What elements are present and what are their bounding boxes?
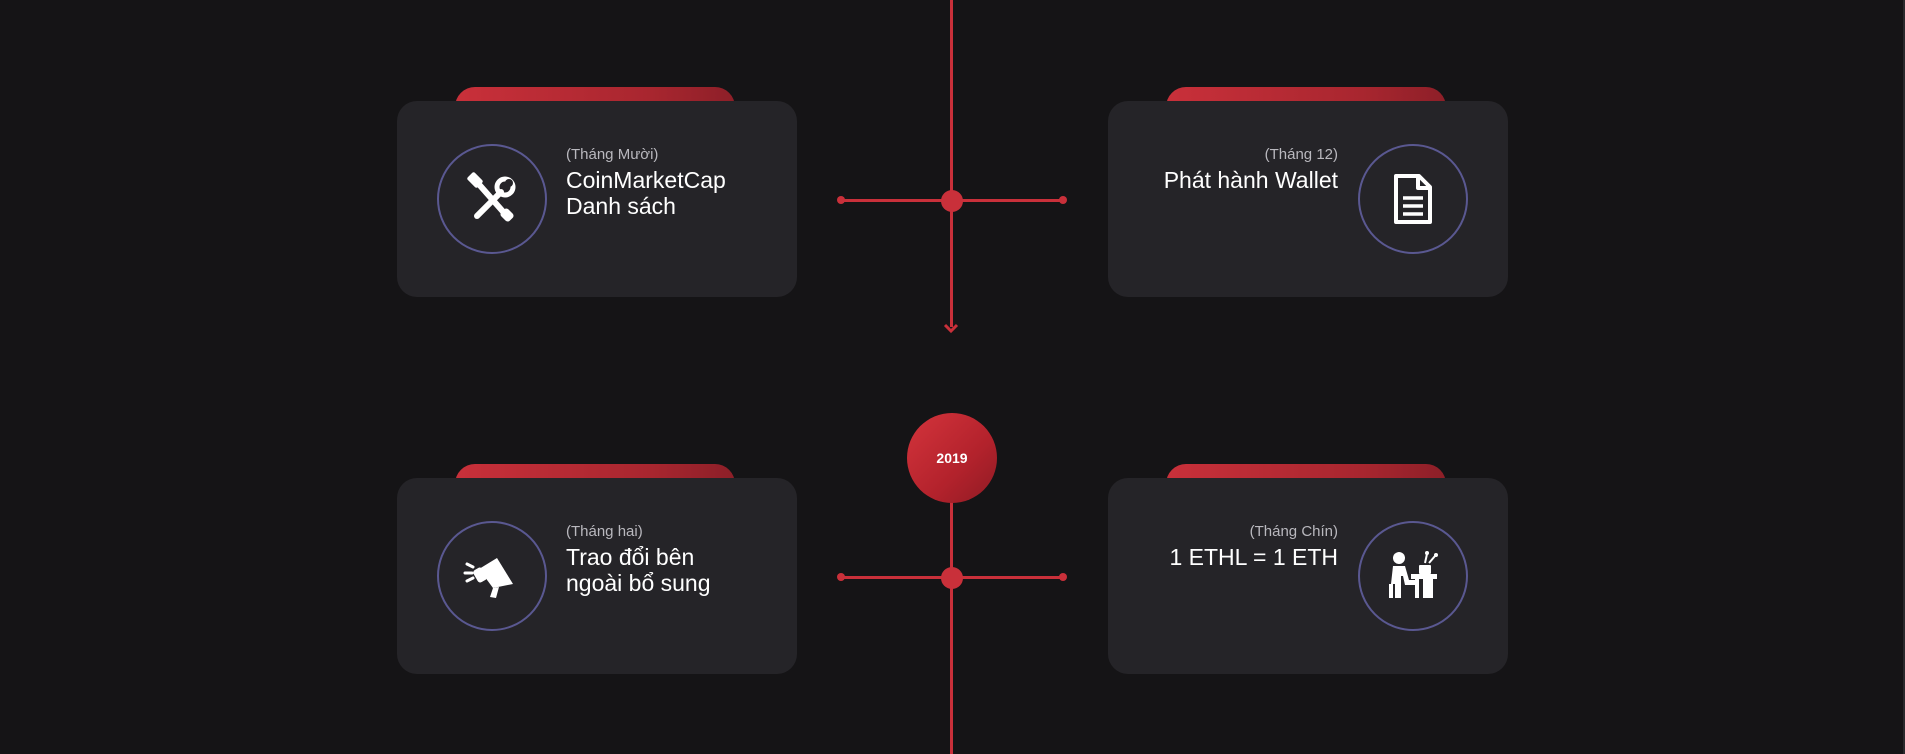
- card-month: (Tháng Chín): [1249, 523, 1338, 540]
- card-body: (Tháng hai) Trao đổi bên ngoài bổ sung: [397, 478, 797, 674]
- card-body: (Tháng Mười) CoinMarketCap Danh sách: [397, 101, 797, 297]
- card-body: (Tháng 12) Phát hành Wallet: [1108, 101, 1508, 297]
- card-month: (Tháng Mười): [566, 146, 659, 163]
- timeline-center-dot: [941, 190, 963, 212]
- card-title: 1 ETHL = 1 ETH: [1169, 544, 1338, 570]
- card-text: (Tháng Chín) 1 ETHL = 1 ETH: [1169, 523, 1338, 570]
- card-title: Trao đổi bên ngoài bổ sung: [566, 544, 711, 596]
- year-badge: 2019: [907, 413, 997, 503]
- card-title: CoinMarketCap Danh sách: [566, 167, 726, 219]
- timeline-card-wallet: (Tháng 12) Phát hành Wallet: [1108, 87, 1508, 297]
- card-text: (Tháng 12) Phát hành Wallet: [1164, 146, 1338, 193]
- connector-end-dot: [837, 573, 845, 581]
- timeline-card-exchange: (Tháng hai) Trao đổi bên ngoài bổ sung: [397, 464, 797, 674]
- icon-circle: [1358, 144, 1468, 254]
- card-text: (Tháng hai) Trao đổi bên ngoài bổ sung: [566, 523, 711, 596]
- timeline-vertical-line-bottom: [950, 500, 953, 754]
- card-month: (Tháng 12): [1264, 146, 1338, 163]
- timeline-center-dot: [941, 567, 963, 589]
- connector-end-dot: [1059, 573, 1067, 581]
- card-body: (Tháng Chín) 1 ETHL = 1 ETH: [1108, 478, 1508, 674]
- person-at-desk-icon: [1389, 551, 1438, 598]
- year-label: 2019: [936, 450, 968, 466]
- card-month: (Tháng hai): [566, 523, 643, 540]
- timeline-card-ethl: (Tháng Chín) 1 ETHL = 1 ETH: [1108, 464, 1508, 674]
- connector-end-dot: [1059, 196, 1067, 204]
- icon-circle: [1358, 521, 1468, 631]
- chevron-down-icon: [943, 323, 959, 334]
- icon-circle: [437, 521, 547, 631]
- document-icon: [1394, 174, 1432, 224]
- tools-icon: [467, 172, 516, 222]
- timeline-card-coinmarketcap: (Tháng Mười) CoinMarketCap Danh sách: [397, 87, 797, 297]
- megaphone-icon: [463, 558, 513, 598]
- connector-end-dot: [837, 196, 845, 204]
- card-title: Phát hành Wallet: [1163, 167, 1338, 193]
- icon-circle: [437, 144, 547, 254]
- card-text: (Tháng Mười) CoinMarketCap Danh sách: [566, 146, 726, 219]
- timeline-vertical-line-top: [950, 0, 953, 327]
- page-scrollbar[interactable]: [1903, 0, 1905, 754]
